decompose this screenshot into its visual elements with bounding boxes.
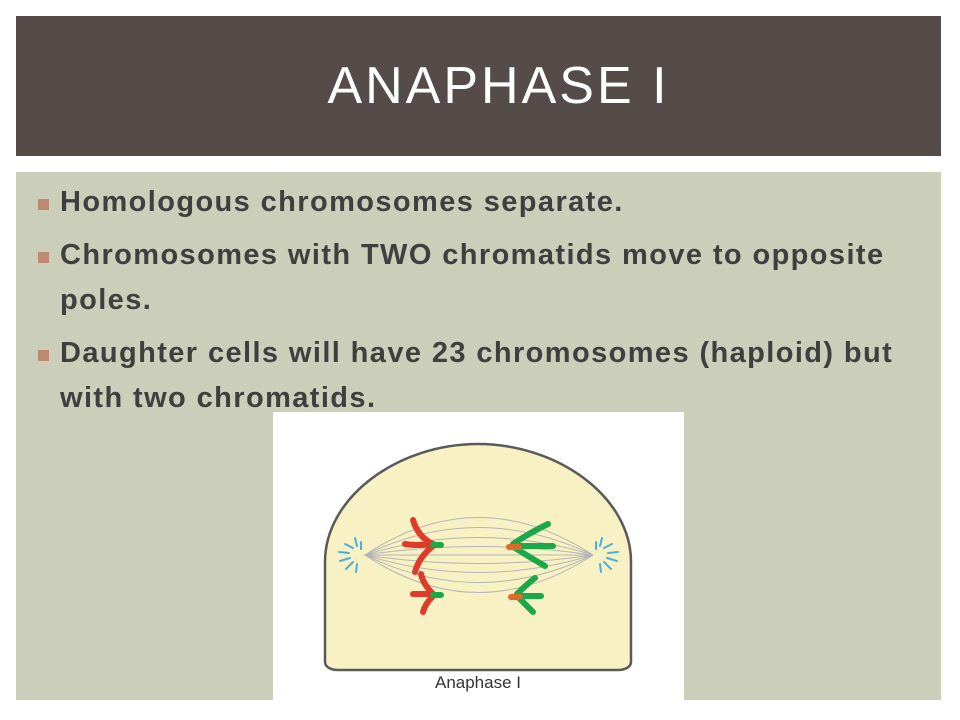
centrosome-right-icon [595, 537, 619, 573]
bullet-item: Chromosomes with TWO chromatids move to … [38, 233, 918, 323]
slide-title: ANAPHASE I [327, 57, 670, 115]
centrosome-left-icon [338, 537, 362, 573]
square-bullet-icon [38, 252, 49, 263]
bullet-item: Daughter cells will have 23 chromosomes … [38, 331, 918, 421]
square-bullet-icon [38, 350, 49, 361]
anaphase-figure: Anaphase I [273, 412, 684, 700]
chromosome-green-upper [506, 521, 556, 569]
chromosome-red-lower [410, 571, 444, 615]
cell-membrane [323, 442, 633, 672]
cell-diagram: Anaphase I [323, 442, 633, 692]
bullet-text: Daughter cells will have 23 chromosomes … [60, 337, 894, 414]
chromosome-red-upper [402, 517, 444, 575]
chromosome-green-lower [508, 575, 544, 615]
square-bullet-icon [38, 199, 49, 210]
bullet-text: Chromosomes with TWO chromatids move to … [60, 239, 885, 316]
bullet-text: Homologous chromosomes separate. [60, 186, 624, 218]
title-bar: ANAPHASE I [16, 16, 941, 156]
bullet-list: Homologous chromosomes separate. Chromos… [38, 180, 918, 429]
bullet-item: Homologous chromosomes separate. [38, 180, 918, 225]
figure-caption: Anaphase I [435, 673, 521, 692]
spindle-fibers [364, 517, 594, 593]
